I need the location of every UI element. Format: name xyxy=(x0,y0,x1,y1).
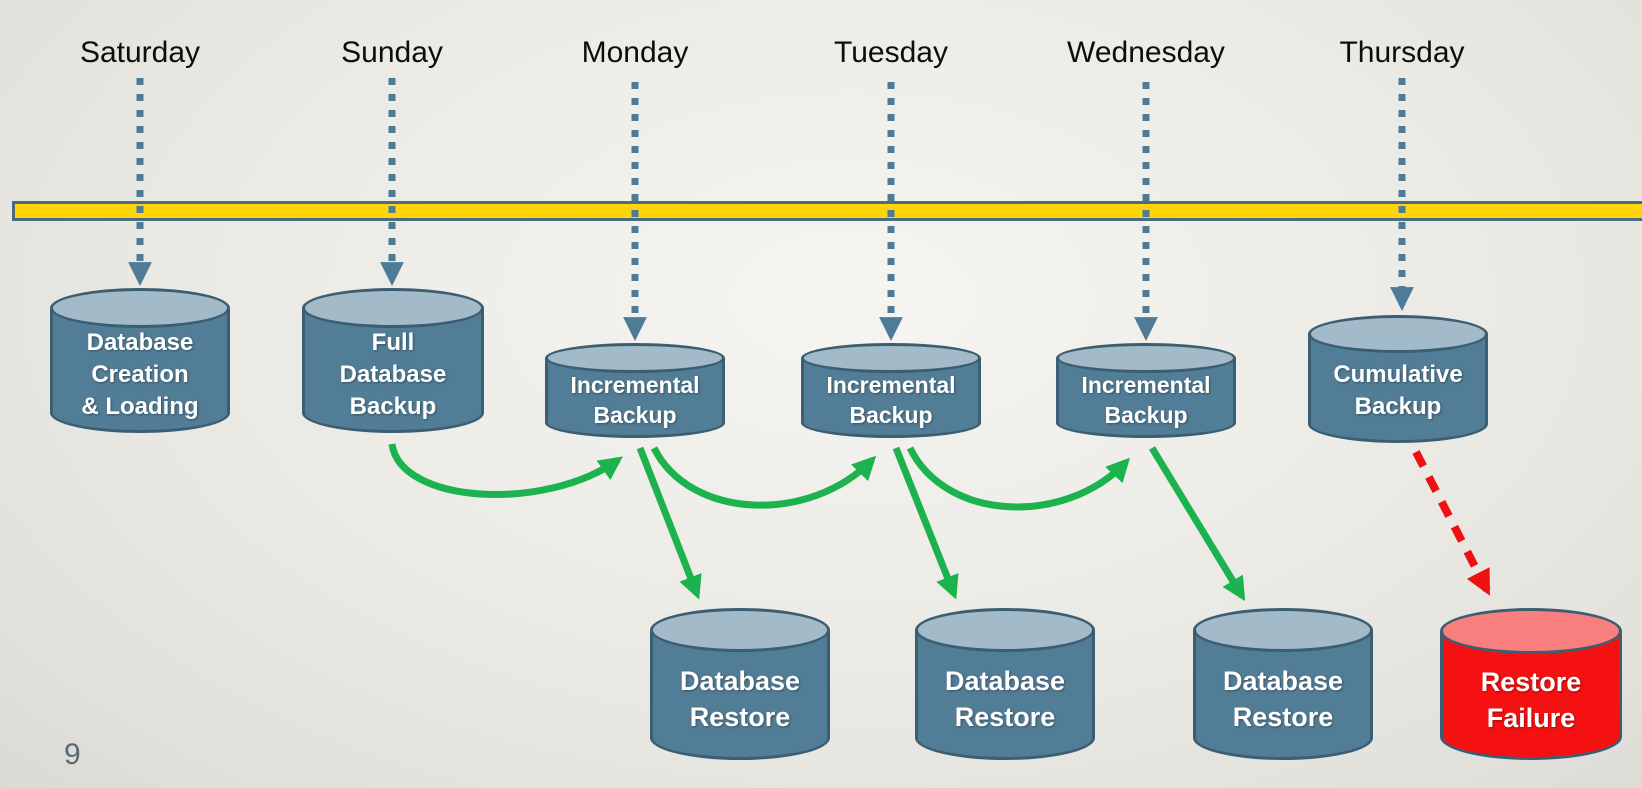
cylinder-top-ellipse xyxy=(1193,608,1373,652)
cylinder-label: Database Restore xyxy=(1197,652,1369,746)
restore-arrow-monday xyxy=(636,446,702,600)
cylinder-restore-failure: Restore Failure xyxy=(1440,608,1622,760)
cylinder-label: Database Restore xyxy=(654,652,826,746)
chain-arrow-full-to-monday xyxy=(388,443,623,498)
label-line: Database xyxy=(339,360,447,388)
label-line: Incremental xyxy=(1081,371,1211,398)
cylinder-label: Cumulative Backup xyxy=(1312,351,1484,431)
label-line: Backup xyxy=(593,401,677,428)
label-line: Restore xyxy=(689,702,791,732)
cylinder-top-ellipse xyxy=(915,608,1095,652)
cylinder-full-database-backup: Full Database Backup xyxy=(302,288,484,433)
label-line: Restore xyxy=(954,702,1056,732)
day-label-saturday: Saturday xyxy=(79,36,201,69)
failure-arrow-thursday xyxy=(1412,450,1491,596)
cylinder-label: Incremental Backup xyxy=(549,371,721,428)
label-line: Full xyxy=(371,328,415,356)
label-line: Backup xyxy=(1104,401,1188,428)
cylinder-label: Restore Failure xyxy=(1444,654,1618,746)
cylinder-top-ellipse xyxy=(545,343,725,373)
label-line: Restore xyxy=(1480,667,1582,697)
day-label-thursday: Thursday xyxy=(1339,36,1465,69)
label-line: Creation xyxy=(91,360,189,388)
label-line: Incremental xyxy=(570,371,700,398)
label-line: Database xyxy=(944,666,1066,696)
cylinder-body xyxy=(50,308,230,433)
label-line: Database xyxy=(679,666,801,696)
chain-arrow-tuesday-to-wednesday xyxy=(906,446,1131,511)
cylinder-database-creation: Database Creation & Loading xyxy=(50,288,230,433)
label-line: Cumulative xyxy=(1333,361,1463,388)
cylinder-incremental-backup-wednesday: Incremental Backup xyxy=(1056,343,1236,438)
cylinder-label: Database Restore xyxy=(919,652,1091,746)
restore-arrow-tuesday xyxy=(892,446,959,600)
cylinder-top-ellipse xyxy=(801,343,981,373)
cylinder-database-restore-monday: Database Restore xyxy=(650,608,830,760)
cylinder-top-ellipse xyxy=(50,288,230,328)
label-line: Failure xyxy=(1486,703,1576,733)
cylinder-top-ellipse xyxy=(1056,343,1236,373)
cylinder-cumulative-backup: Cumulative Backup xyxy=(1308,315,1488,443)
cylinder-label: Full Database Backup xyxy=(306,328,480,421)
label-line: Backup xyxy=(1354,393,1442,420)
label-line: Database xyxy=(86,328,194,356)
label-line: Restore xyxy=(1232,702,1334,732)
day-label-tuesday: Tuesday xyxy=(834,36,948,69)
label-line: & Loading xyxy=(81,392,199,420)
cylinder-top-ellipse xyxy=(1308,315,1488,353)
cylinder-label: Database Creation & Loading xyxy=(54,328,226,421)
cylinder-label: Incremental Backup xyxy=(805,371,977,428)
page-number: 9 xyxy=(64,738,81,771)
label-line: Incremental xyxy=(826,371,956,398)
cylinder-database-restore-wednesday: Database Restore xyxy=(1193,608,1373,760)
cylinder-top-ellipse xyxy=(650,608,830,652)
day-label-sunday: Sunday xyxy=(341,36,443,69)
label-line: Backup xyxy=(849,401,933,428)
cylinder-incremental-backup-monday: Incremental Backup xyxy=(545,343,725,438)
day-label-wednesday: Wednesday xyxy=(1067,36,1225,69)
restore-arrow-wednesday xyxy=(1149,446,1246,602)
chain-arrow-monday-to-tuesday xyxy=(650,446,877,509)
cylinder-database-restore-tuesday: Database Restore xyxy=(915,608,1095,760)
cylinder-incremental-backup-tuesday: Incremental Backup xyxy=(801,343,981,438)
label-line: Backup xyxy=(349,392,437,420)
cylinder-top-ellipse xyxy=(1440,608,1622,654)
label-line: Database xyxy=(1222,666,1344,696)
cylinder-body xyxy=(302,308,484,433)
timeline-bar xyxy=(12,201,1642,221)
cylinder-top-ellipse xyxy=(302,288,484,328)
cylinder-label: Incremental Backup xyxy=(1060,371,1232,428)
day-label-monday: Monday xyxy=(581,36,689,69)
